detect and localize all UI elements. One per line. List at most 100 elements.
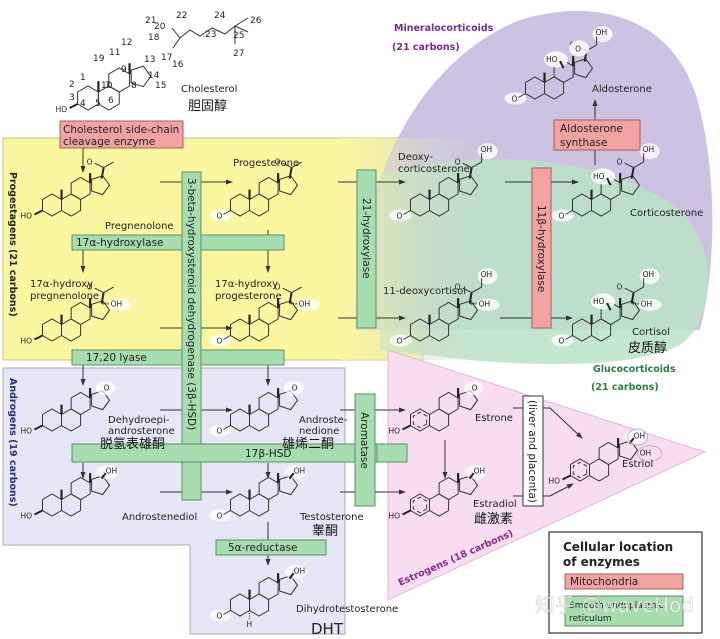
svg-text:O: O bbox=[216, 427, 222, 436]
legend-ser-label-1: Smooth endoplasmic bbox=[569, 601, 664, 611]
svg-text:O: O bbox=[216, 512, 222, 521]
mineralocorticoids-label: Mineralocorticoids bbox=[394, 23, 494, 34]
label-corticosterone: Corticosterone bbox=[630, 208, 703, 219]
svg-text:HO: HO bbox=[593, 172, 605, 181]
carbon-number-20: 20 bbox=[154, 22, 166, 32]
carbon-number-19: 19 bbox=[93, 54, 105, 64]
enzymes: Cholesterol side-chain cleavage enzyme 1… bbox=[59, 119, 641, 556]
enzyme-5a-reductase[interactable]: 5α-reductase bbox=[215, 539, 327, 556]
enzyme-aromatase[interactable]: Aromatase bbox=[354, 393, 376, 507]
svg-text:17α-hydroxylase: 17α-hydroxylase bbox=[76, 237, 164, 249]
carbon-number-17: 17 bbox=[161, 53, 172, 63]
molecules: HOHOOOOHOOOHOOOHOOOHOOOHOHOOOHHOOOOHOHHO… bbox=[20, 17, 663, 629]
svg-text:OH: OH bbox=[111, 299, 123, 308]
legend-title-2: of enzymes bbox=[563, 555, 640, 569]
label-cortisol: Cortisol bbox=[632, 327, 670, 338]
carbon-number-6: 6 bbox=[108, 96, 114, 106]
enzyme-3b-hsd[interactable]: 3-beta-hydroxysteroid dehydrogenase (3β-… bbox=[181, 171, 202, 501]
svg-text:O: O bbox=[617, 157, 623, 166]
mineralocorticoids-carbons: (21 carbons) bbox=[392, 42, 460, 53]
svg-text:OH: OH bbox=[481, 145, 493, 154]
legend-ser-label-2: reticulum bbox=[569, 614, 612, 624]
svg-text:21-hydroxylase: 21-hydroxylase bbox=[360, 198, 372, 279]
svg-text:O: O bbox=[558, 212, 564, 221]
enzyme-liver-placenta[interactable]: (liver and placenta) bbox=[522, 395, 544, 507]
label-cortisol-cn: 皮质醇 bbox=[628, 340, 667, 356]
label-dht-abbr: DHT bbox=[311, 620, 344, 638]
carbon-number-11: 11 bbox=[109, 48, 120, 58]
enzyme-17-20-lyase[interactable]: 17,20 lyase bbox=[71, 349, 285, 366]
svg-text:Aldosterone: Aldosterone bbox=[560, 123, 623, 135]
molecule-deoxycortisol: O O OH OH bbox=[389, 268, 500, 347]
svg-text:O: O bbox=[87, 282, 93, 291]
carbon-number-24: 24 bbox=[214, 11, 226, 21]
svg-text:OH: OH bbox=[479, 299, 491, 308]
label-estradiol-cn: 雌激素 bbox=[474, 511, 513, 527]
svg-text:O: O bbox=[455, 282, 461, 291]
enzyme-aldosterone-synthase[interactable]: Aldosterone synthase bbox=[553, 119, 641, 151]
svg-text:HO: HO bbox=[388, 512, 400, 521]
svg-text:HO: HO bbox=[56, 105, 68, 114]
enzyme-scc-line1: Cholesterol side-chain bbox=[63, 124, 179, 136]
svg-text:O: O bbox=[104, 383, 110, 392]
carbon-number-5: 5 bbox=[95, 99, 101, 109]
label-doc-1: Deoxy- bbox=[398, 152, 433, 163]
enzyme-17a-hydroxylase[interactable]: 17α-hydroxylase bbox=[71, 234, 285, 251]
svg-text:HO: HO bbox=[20, 427, 32, 436]
svg-text:HO: HO bbox=[593, 297, 605, 306]
molecule-dhea: HO O bbox=[20, 381, 116, 436]
watermark: 知乎 @waveHod bbox=[535, 593, 694, 617]
enzyme-scc[interactable]: Cholesterol side-chain cleavage enzyme bbox=[59, 120, 184, 149]
glucocorticoids-carbons: (21 carbons) bbox=[591, 382, 659, 393]
glucocorticoids-label: Glucocorticoids bbox=[593, 364, 676, 375]
carbon-number-27: 27 bbox=[233, 49, 244, 59]
carbon-number-12: 12 bbox=[121, 38, 132, 48]
svg-text:O: O bbox=[292, 383, 298, 392]
label-dhea-cn: 脱氢表雄酮 bbox=[100, 437, 165, 452]
svg-text:O: O bbox=[511, 95, 517, 104]
enzyme-11b-hydroxylase[interactable]: 11β-hydroxylase bbox=[531, 167, 552, 329]
svg-text:HO: HO bbox=[388, 427, 400, 436]
label-cholesterol-cn: 胆固醇 bbox=[188, 98, 227, 114]
label-pregnenolone: Pregnenolone bbox=[105, 221, 174, 232]
label-dhea-2: androsterone bbox=[108, 426, 175, 437]
label-progesterone: Progesterone bbox=[233, 158, 299, 169]
carbon-number-1: 1 bbox=[80, 73, 86, 83]
carbon-number-9: 9 bbox=[121, 65, 127, 75]
label-ohpreg-2: pregnenolone bbox=[30, 291, 99, 302]
progestagens-label: Progestagens (21 carbons) bbox=[7, 172, 18, 317]
label-doc-2: corticosterone bbox=[398, 164, 470, 175]
svg-text:O: O bbox=[396, 337, 402, 346]
svg-text:OH: OH bbox=[596, 28, 608, 37]
svg-text:O: O bbox=[455, 157, 461, 166]
enzyme-21-hydroxylase[interactable]: 21-hydroxylase bbox=[356, 169, 377, 329]
label-deoxycortisol: 11-deoxycortisol bbox=[383, 286, 466, 297]
carbon-number-21: 21 bbox=[145, 16, 156, 26]
label-ohprog-2: progesterone bbox=[215, 291, 282, 302]
svg-text:OH: OH bbox=[643, 270, 655, 279]
svg-text:O: O bbox=[617, 282, 623, 291]
androgens-region bbox=[2, 367, 346, 635]
svg-text:OH: OH bbox=[299, 299, 311, 308]
svg-text:OH: OH bbox=[481, 270, 493, 279]
svg-text:O: O bbox=[575, 45, 581, 54]
legend-mitochondria-label: Mitochondria bbox=[570, 576, 638, 588]
carbon-number-23: 23 bbox=[205, 30, 216, 40]
svg-text:17,20 lyase: 17,20 lyase bbox=[86, 352, 147, 364]
carbon-number-22: 22 bbox=[176, 11, 187, 21]
label-estrone: Estrone bbox=[475, 413, 513, 424]
svg-text:OH: OH bbox=[474, 467, 486, 476]
svg-text:HO: HO bbox=[548, 477, 560, 486]
molecule-cholesterol: HO bbox=[56, 17, 249, 114]
svg-text:OH: OH bbox=[640, 449, 652, 458]
carbon-number-16: 16 bbox=[172, 60, 184, 70]
